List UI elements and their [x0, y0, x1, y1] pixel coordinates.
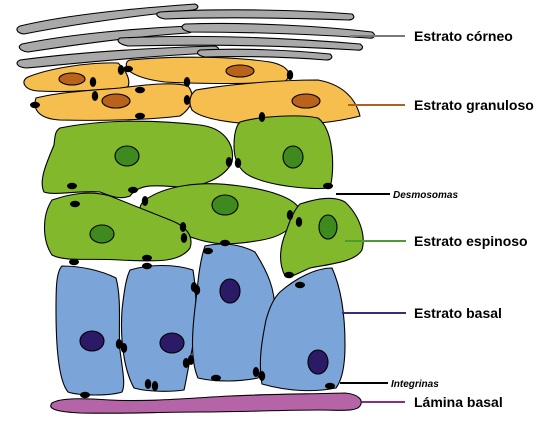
- junction-dot: [70, 200, 80, 208]
- spinosum-nucleus: [282, 145, 304, 169]
- label-integrinas: Integrinas: [391, 379, 439, 390]
- junction-dot: [123, 65, 133, 73]
- junction-dot: [67, 182, 77, 190]
- basal-nucleus: [79, 330, 105, 352]
- junction-dot: [142, 254, 152, 262]
- junction-dot: [183, 95, 191, 105]
- stratum-corneum: [16, 3, 376, 69]
- junction-dot: [151, 381, 159, 391]
- label-estrato-basal: Estrato basal: [414, 305, 502, 321]
- spinosum-nucleus: [89, 224, 115, 244]
- junction-dot: [258, 112, 266, 122]
- basal-nucleus: [307, 349, 329, 375]
- corneum-cell: [117, 35, 364, 51]
- junction-dot: [128, 186, 138, 194]
- junction-dot: [325, 382, 335, 390]
- junction-dot: [135, 86, 145, 94]
- stratum-granulosum: [23, 56, 361, 126]
- junction-dot: [120, 343, 128, 353]
- basal-cell: [192, 243, 276, 382]
- corneum-cell: [181, 22, 376, 39]
- junction-dot: [286, 210, 294, 220]
- junction-dot: [234, 158, 242, 168]
- basal-nucleus: [219, 278, 241, 304]
- spinosum-nucleus: [114, 145, 140, 167]
- corneum-cell: [18, 25, 195, 53]
- junction-dot: [183, 77, 191, 87]
- junction-dot: [89, 77, 97, 87]
- granulosum-cell: [125, 56, 290, 85]
- label-estrato-espinoso: Estrato espinoso: [414, 233, 528, 249]
- spinosum-nucleus: [318, 214, 338, 240]
- junction-dot: [284, 271, 294, 279]
- junction-dot: [193, 285, 201, 295]
- corneum-cell: [196, 48, 333, 61]
- basal-lamina: [50, 392, 362, 414]
- corneum-cell: [156, 9, 355, 21]
- spinosum-cell: [280, 197, 364, 277]
- stratum-basale: [55, 243, 346, 396]
- junction-dot: [69, 258, 79, 266]
- junction-dot: [286, 70, 294, 80]
- label-desmosomas: Desmosomas: [393, 190, 458, 201]
- junction-dot: [211, 374, 221, 382]
- junction-dot: [179, 222, 187, 232]
- basal-cell: [55, 265, 125, 396]
- leader-lines: [336, 35, 406, 403]
- junction-dot: [141, 196, 149, 206]
- junction-dot: [117, 65, 125, 75]
- label-estrato-corneo: Estrato córneo: [414, 28, 513, 44]
- junction-dot: [258, 371, 266, 381]
- junction-dot: [182, 358, 190, 368]
- junction-dot: [115, 339, 123, 349]
- basal-cell: [121, 265, 197, 392]
- junction-dot: [30, 101, 40, 109]
- junction-dot: [323, 182, 333, 190]
- junction-dot: [144, 379, 152, 389]
- junction-dot: [180, 233, 188, 243]
- junction-dot: [295, 281, 305, 289]
- label-lamina-basal: Lámina basal: [414, 394, 503, 410]
- spinosum-cell: [43, 192, 192, 262]
- granulosum-nucleus: [58, 72, 86, 86]
- granulosum-cell: [189, 79, 361, 126]
- junction-dot: [225, 157, 233, 167]
- spinosum-nucleus: [211, 194, 239, 216]
- granulosum-nucleus: [291, 93, 321, 109]
- junction-dot: [80, 391, 90, 399]
- basal-nucleus: [159, 332, 185, 354]
- stratum-spinosum: [41, 115, 364, 277]
- junction-dot: [220, 239, 230, 247]
- granulosum-nucleus: [225, 64, 255, 78]
- label-estrato-granuloso: Estrato granuloso: [414, 97, 534, 113]
- junction-dot: [203, 247, 213, 255]
- junction-dot: [295, 217, 303, 227]
- junction-dot: [91, 91, 99, 101]
- granulosum-nucleus: [101, 93, 131, 109]
- spinosum-cell: [233, 115, 334, 190]
- junction-dot: [187, 355, 195, 365]
- junction-dot: [135, 112, 145, 120]
- junction-dots: [30, 65, 335, 399]
- junction-dot: [142, 262, 152, 270]
- junction-dot: [252, 367, 260, 377]
